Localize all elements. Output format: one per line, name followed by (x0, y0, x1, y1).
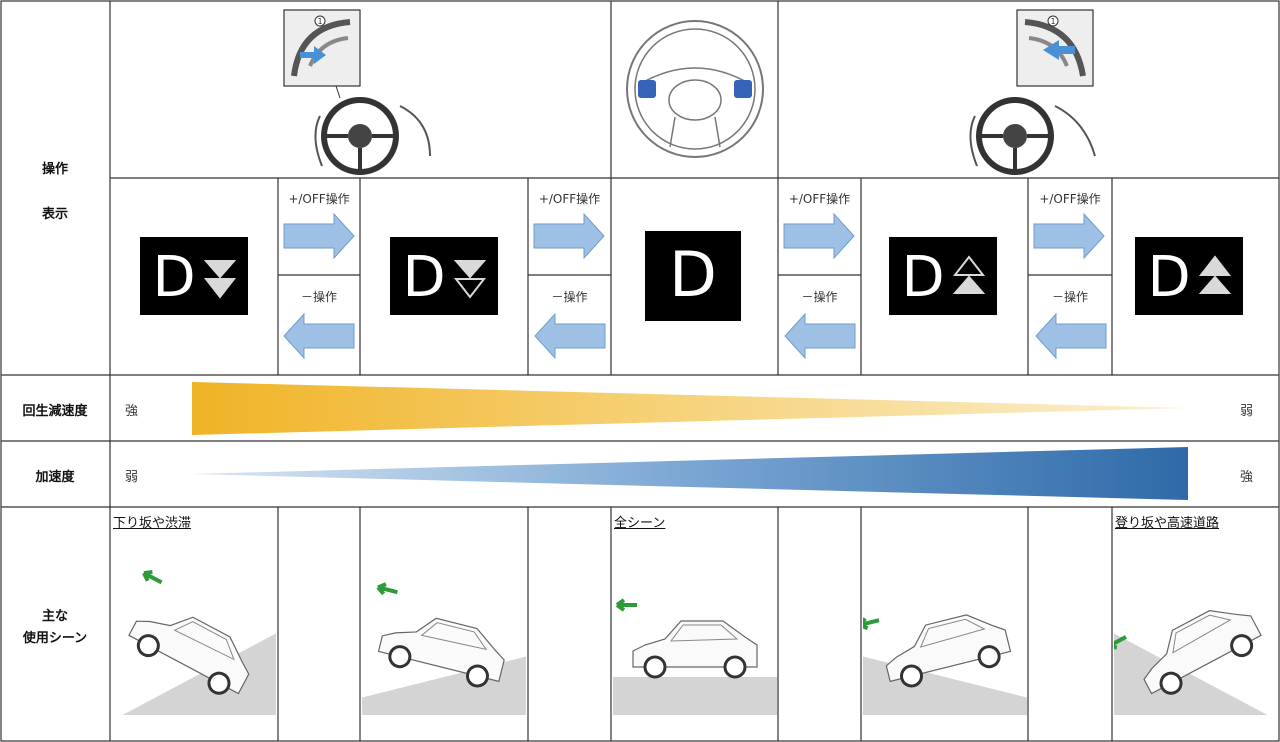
mode-letter: D (1147, 245, 1190, 310)
op-plus-label: +/OFF操作 (538, 192, 601, 206)
right-arrow-icon (533, 212, 605, 260)
mode-triangle (1198, 275, 1232, 294)
row-label-accel: 加速度 (35, 470, 75, 485)
regen-weak-label: 弱 (1240, 404, 1254, 419)
regen-wedge (192, 382, 1188, 435)
scene-label-uphill: 登り坂や高速道路 (1115, 516, 1220, 531)
op-plus-label: +/OFF操作 (1039, 192, 1101, 206)
car-icon (863, 614, 1012, 688)
mode-triangle (453, 278, 487, 299)
mode-triangle (203, 278, 237, 299)
accel-strong-label: 強 (1240, 470, 1254, 485)
svg-text:1: 1 (1050, 17, 1055, 26)
mode-icon-single-down: D (390, 237, 498, 315)
mode-letter: D (152, 245, 195, 310)
slope-ground (1114, 633, 1278, 715)
scene-slight-downhill-illustration (362, 582, 526, 715)
right-arrow-icon (783, 212, 855, 260)
scene-slight-uphill-illustration (863, 614, 1027, 715)
mode-icon-none: D (645, 231, 741, 321)
row-label-main: 主な (41, 609, 68, 624)
row-label-display: 表示 (41, 207, 68, 222)
right-arrow-icon (283, 212, 355, 260)
direction-arrow-icon (863, 617, 880, 631)
row-label-operation: 操作 (41, 162, 68, 177)
mode-icon-double-down: D (140, 237, 248, 315)
car-icon (376, 582, 505, 688)
right-arrow-icon (1033, 212, 1105, 260)
op-plus-label: +/OFF操作 (288, 192, 350, 206)
steering-minus-illustration: 1 (283, 9, 431, 175)
scene-uphill-illustration (1114, 610, 1278, 715)
scene-label-downhill: 下り坂や渋滞 (113, 516, 192, 531)
op-arrows (533, 212, 606, 360)
svg-text:1: 1 (317, 17, 322, 26)
direction-arrow-icon (615, 598, 637, 612)
mode-triangle (453, 260, 487, 279)
mode-icon-double-up: D (1135, 237, 1243, 315)
car-icon (128, 569, 250, 695)
row-label-scene: 使用シーン (22, 631, 88, 646)
op-arrows (283, 212, 355, 360)
car-icon (1114, 610, 1262, 695)
op-arrows (1033, 212, 1107, 360)
car-icon (615, 598, 758, 679)
left-arrow-icon (534, 312, 606, 360)
left-arrow-icon (1035, 312, 1107, 360)
op-minus-label: －操作 (1051, 290, 1088, 304)
op-minus-label: －操作 (801, 290, 838, 304)
regen-strong-label: 強 (125, 404, 139, 419)
steering-plus-illustration: 1 (969, 9, 1096, 175)
mode-letter: D (669, 238, 717, 311)
mode-icon-single-up: D (889, 237, 997, 315)
steering-wheel-illustration (626, 20, 764, 158)
slope-ground (613, 677, 777, 715)
mode-triangle (1198, 255, 1232, 276)
direction-arrow-icon (1114, 635, 1127, 650)
op-plus-label: +/OFF操作 (788, 192, 851, 206)
slope-ground (112, 633, 276, 715)
scene-flat-illustration (613, 598, 777, 715)
op-minus-label: －操作 (551, 290, 588, 304)
row-label-regen: 回生減速度 (22, 404, 88, 419)
mode-triangle (952, 275, 986, 294)
direction-arrow-icon (142, 569, 163, 585)
direction-arrow-icon (376, 582, 398, 596)
scene-downhill-illustration (112, 569, 276, 715)
mode-letter: D (901, 245, 944, 310)
mode-triangle (952, 255, 986, 276)
accel-wedge (192, 447, 1188, 500)
scene-label-all: 全シーン (614, 516, 666, 531)
left-arrow-icon (283, 312, 355, 360)
accel-weak-label: 弱 (125, 470, 139, 485)
left-arrow-icon (784, 312, 856, 360)
mode-triangle (203, 260, 237, 279)
mode-letter: D (402, 245, 445, 310)
op-minus-label: －操作 (300, 290, 337, 304)
op-arrows (783, 212, 856, 360)
